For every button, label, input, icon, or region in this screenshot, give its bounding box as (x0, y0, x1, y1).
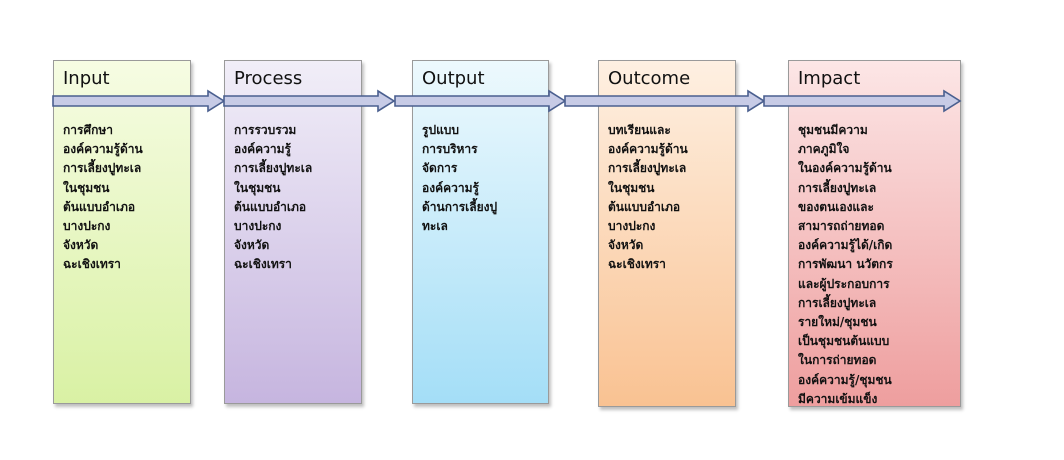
stage-line-impact-13: องค์ความรู้/ชุมชน (798, 372, 892, 387)
stage-lines-impact: ชุมชนมีความภาคภูมิใจในองค์ความรู้ด้านการ… (798, 121, 893, 409)
stage-line-input-0: การศึกษา (63, 123, 113, 137)
stage-line-output-0: รูปแบบ (422, 123, 460, 137)
stage-line-process-2: การเลี้ยงปูทะเล (234, 161, 313, 176)
arrow-impact-end (763, 89, 962, 113)
stage-title-outcome: Outcome (608, 68, 691, 89)
stage-line-impact-5: สามารถถ่ายทอด (798, 219, 885, 234)
stage-box-output: Output รูปแบบการบริหารจัดการองค์ความรู้ด… (412, 60, 549, 404)
stage-line-outcome-4: ต้นแบบอำเภอ (608, 199, 681, 214)
stage-line-process-1: องค์ความรู้ (234, 142, 291, 157)
stage-line-input-7: ฉะเชิงเทรา (63, 257, 121, 272)
stage-line-impact-2: ในองค์ความรู้ด้าน (798, 161, 892, 176)
stage-line-outcome-1: องค์ความรู้ด้าน (608, 142, 688, 157)
stage-line-input-1: องค์ความรู้ด้าน (63, 142, 143, 157)
stage-line-output-4: ด้านการเลี้ยงปู (422, 199, 498, 214)
stage-line-outcome-3: ในชุมชน (608, 180, 655, 195)
stage-line-impact-0: ชุมชนมีความ (798, 123, 868, 137)
stage-line-impact-7: การพัฒนา นวัตกร (798, 257, 893, 272)
stage-line-input-4: ต้นแบบอำเภอ (63, 199, 136, 214)
stage-lines-input: การศึกษาองค์ความรู้ด้านการเลี้ยงปูทะเลใน… (63, 121, 143, 275)
stage-line-impact-8: และผู้ประกอบการ (798, 276, 890, 291)
stage-box-impact: Impact ชุมชนมีความภาคภูมิใจในองค์ความรู้… (788, 60, 961, 407)
arrow-process-to-output (223, 89, 396, 113)
stage-lines-process: การรวบรวมองค์ความรู้การเลี้ยงปูทะเลในชุม… (234, 121, 312, 275)
stage-line-input-2: การเลี้ยงปูทะเล (63, 161, 142, 176)
stage-line-outcome-0: บทเรียนและ (608, 123, 671, 137)
stage-line-output-2: จัดการ (422, 161, 458, 176)
stage-line-impact-12: ในการถ่ายทอด (798, 353, 877, 368)
stage-line-process-3: ในชุมชน (234, 180, 281, 195)
stage-line-impact-3: การเลี้ยงปูทะเล (798, 180, 877, 195)
stage-line-input-3: ในชุมชน (63, 180, 110, 195)
stage-line-impact-10: รายใหม่/ชุมชน (798, 315, 877, 330)
stage-line-outcome-2: การเลี้ยงปูทะเล (608, 161, 687, 176)
stage-lines-outcome: บทเรียนและองค์ความรู้ด้านการเลี้ยงปูทะเล… (608, 121, 688, 275)
stage-line-impact-4: ของตนเองและ (798, 199, 874, 214)
stage-line-outcome-5: บางปะกง (608, 219, 656, 234)
stage-line-outcome-7: ฉะเชิงเทรา (608, 257, 666, 272)
stage-title-output: Output (422, 68, 485, 89)
stage-line-output-1: การบริหาร (422, 142, 478, 157)
stage-box-input: Input การศึกษาองค์ความรู้ด้านการเลี้ยงปู… (53, 60, 191, 404)
stage-title-impact: Impact (798, 68, 861, 89)
stage-line-process-7: ฉะเชิงเทรา (234, 257, 292, 272)
stage-line-input-6: จังหวัด (63, 238, 99, 253)
stage-line-output-5: ทะเล (422, 219, 448, 234)
stage-line-input-5: บางปะกง (63, 219, 111, 234)
stage-line-outcome-6: จังหวัด (608, 238, 644, 253)
stage-box-process: Process การรวบรวมองค์ความรู้การเลี้ยงปูท… (224, 60, 362, 404)
stage-line-process-4: ต้นแบบอำเภอ (234, 199, 307, 214)
arrow-output-to-outcome (394, 89, 567, 113)
stage-title-process: Process (234, 68, 303, 89)
stage-line-impact-14: มีความเข้มแข็ง (798, 391, 878, 406)
stage-line-process-6: จังหวัด (234, 238, 270, 253)
stage-line-impact-9: การเลี้ยงปูทะเล (798, 295, 877, 310)
stage-line-impact-11: เป็นชุมชนต้นแบบ (798, 334, 890, 349)
stage-title-input: Input (63, 68, 110, 89)
arrow-outcome-to-impact (564, 89, 766, 113)
stage-line-output-3: องค์ความรู้ (422, 180, 479, 195)
arrow-input-to-process (52, 89, 226, 113)
stage-line-process-0: การรวบรวม (234, 123, 297, 137)
stage-box-outcome: Outcome บทเรียนและองค์ความรู้ด้านการเลี้… (598, 60, 736, 407)
stage-line-impact-1: ภาคภูมิใจ (798, 142, 850, 157)
stage-line-impact-6: องค์ความรู้ได้/เกิด (798, 238, 893, 253)
stage-lines-output: รูปแบบการบริหารจัดการองค์ความรู้ด้านการเ… (422, 121, 497, 236)
stage-line-process-5: บางปะกง (234, 219, 282, 234)
